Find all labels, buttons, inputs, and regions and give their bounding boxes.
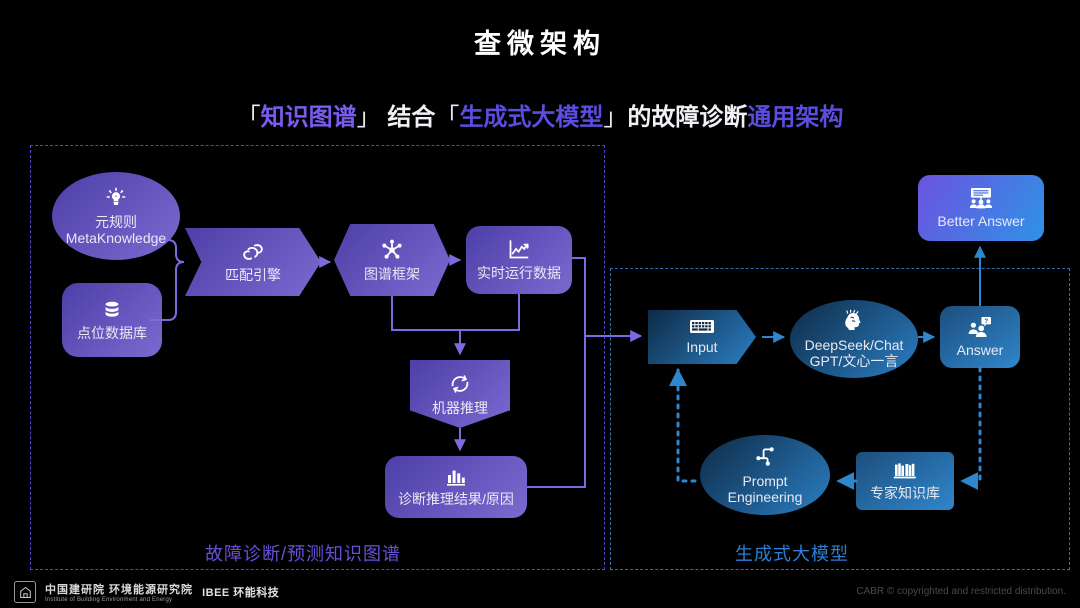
footer-org-en: Institute of Building Environment and En… <box>45 597 173 603</box>
panel-generative-llm-label: 生成式大模型 <box>735 544 849 564</box>
subtitle-bracket-open-2: 「 <box>435 104 460 131</box>
node-diagnosis-result[interactable]: 诊断推理结果/原因 <box>385 456 527 518</box>
subtitle-highlight-knowledge-graph: 知识图谱 <box>260 104 357 131</box>
node-diagnosis-result-label: 诊断推理结果/原因 <box>398 490 514 507</box>
node-llm-model-label-2: GPT/文心一言 <box>809 353 899 369</box>
footer-copyright: CABR © copyrighted and restricted distri… <box>856 586 1066 597</box>
people-question-icon: ? <box>967 316 993 338</box>
node-meta-knowledge[interactable]: 元规则 MetaKnowledge <box>52 172 180 260</box>
link-chain-icon <box>240 241 266 263</box>
panel-knowledge-graph-label: 故障诊断/预测知识图谱 <box>205 544 401 564</box>
lightbulb-idea-icon <box>104 186 128 210</box>
flow-nodes-icon <box>753 445 777 469</box>
node-answer[interactable]: ? Answer <box>940 306 1020 368</box>
node-meta-knowledge-label-en: MetaKnowledge <box>65 230 167 246</box>
node-realtime-data-label: 实时运行数据 <box>477 264 561 281</box>
node-expert-knowledge[interactable]: 专家知识库 <box>856 452 954 510</box>
page-title: 查微架构 <box>474 29 606 59</box>
footer: 中国建研院 环境能源研究院 Institute of Building Envi… <box>0 574 1080 608</box>
node-prompt-engineering-label-1: Prompt <box>742 472 788 489</box>
footer-branding: 中国建研院 环境能源研究院 Institute of Building Envi… <box>14 581 279 603</box>
network-graph-icon <box>380 238 404 262</box>
subtitle-mid: 结合 <box>387 104 436 131</box>
bar-chart-icon <box>444 467 468 487</box>
subtitle-highlight-architecture: 通用架构 <box>747 104 844 131</box>
cabr-logo-icon <box>14 581 36 603</box>
subtitle-bracket-open-1: 「 <box>236 104 261 131</box>
subtitle-highlight-llm: 生成式大模型 <box>459 104 604 131</box>
panel-knowledge-graph <box>30 145 605 570</box>
books-library-icon <box>892 461 918 481</box>
page-subtitle: 「知识图谱」 结合「生成式大模型」的故障诊断通用架构 <box>0 97 1080 132</box>
brain-ai-icon <box>841 309 867 333</box>
node-graph-framework[interactable]: 图谱框架 <box>334 224 450 296</box>
node-realtime-data[interactable]: 实时运行数据 <box>466 226 572 294</box>
node-better-answer[interactable]: Better Answer <box>918 175 1044 241</box>
node-match-engine[interactable]: 匹配引擎 <box>185 228 321 296</box>
subtitle-bracket-close-1: 」 <box>356 104 381 131</box>
keyboard-icon <box>689 318 715 335</box>
node-point-database-label: 点位数据库 <box>77 324 147 341</box>
database-icon <box>101 299 123 321</box>
svg-text:?: ? <box>984 319 988 325</box>
refresh-cycle-icon <box>448 372 472 396</box>
node-prompt-engineering-label-2: Engineering <box>727 489 803 505</box>
line-chart-icon <box>507 239 531 261</box>
presentation-meeting-icon <box>967 187 995 209</box>
footer-org-cn: 中国建研院 环境能源研究院 <box>45 584 194 596</box>
node-point-database[interactable]: 点位数据库 <box>62 283 162 357</box>
node-machine-inference-label: 机器推理 <box>432 399 488 416</box>
node-input-label: Input <box>686 339 718 356</box>
node-input[interactable]: Input <box>648 310 756 364</box>
panel-generative-llm <box>610 268 1070 570</box>
footer-brand: IBEE 环能科技 <box>202 587 280 599</box>
node-llm-model-label-1: DeepSeek/Chat <box>804 336 904 353</box>
node-answer-label: Answer <box>956 341 1004 358</box>
subtitle-bracket-close-2: 」 <box>603 104 628 131</box>
node-prompt-engineering[interactable]: Prompt Engineering <box>700 435 830 515</box>
node-better-answer-label: Better Answer <box>937 212 1025 229</box>
node-meta-knowledge-label-cn: 元规则 <box>95 213 137 230</box>
node-match-engine-label: 匹配引擎 <box>225 266 281 283</box>
node-expert-knowledge-label: 专家知识库 <box>870 484 940 501</box>
node-llm-model[interactable]: DeepSeek/Chat GPT/文心一言 <box>790 300 918 378</box>
subtitle-tail: 的故障诊断 <box>627 104 748 131</box>
node-graph-framework-label: 图谱框架 <box>364 265 420 282</box>
